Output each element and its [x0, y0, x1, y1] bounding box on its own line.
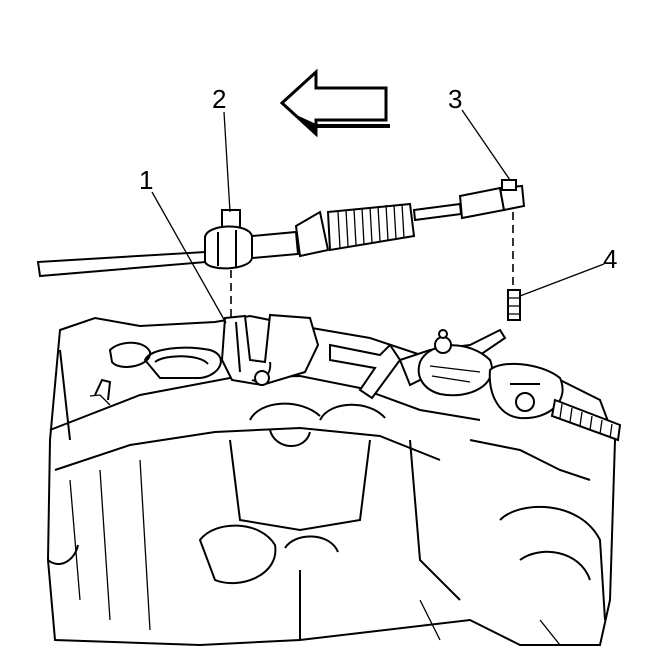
shift-cable	[36, 179, 526, 278]
wiring-harness	[550, 398, 622, 442]
shift-lever-linkage	[329, 328, 564, 420]
cable-mounting-bracket	[220, 313, 320, 387]
callout-1: 1	[139, 165, 153, 195]
shift-lever-stud	[507, 289, 521, 321]
callout-2: 2	[212, 84, 226, 114]
leader-lines	[151, 109, 605, 324]
callout-4: 4	[603, 244, 617, 274]
direction-left-arrow-icon	[279, 68, 390, 138]
callout-3: 3	[448, 84, 462, 114]
alignment-guides	[230, 212, 514, 322]
